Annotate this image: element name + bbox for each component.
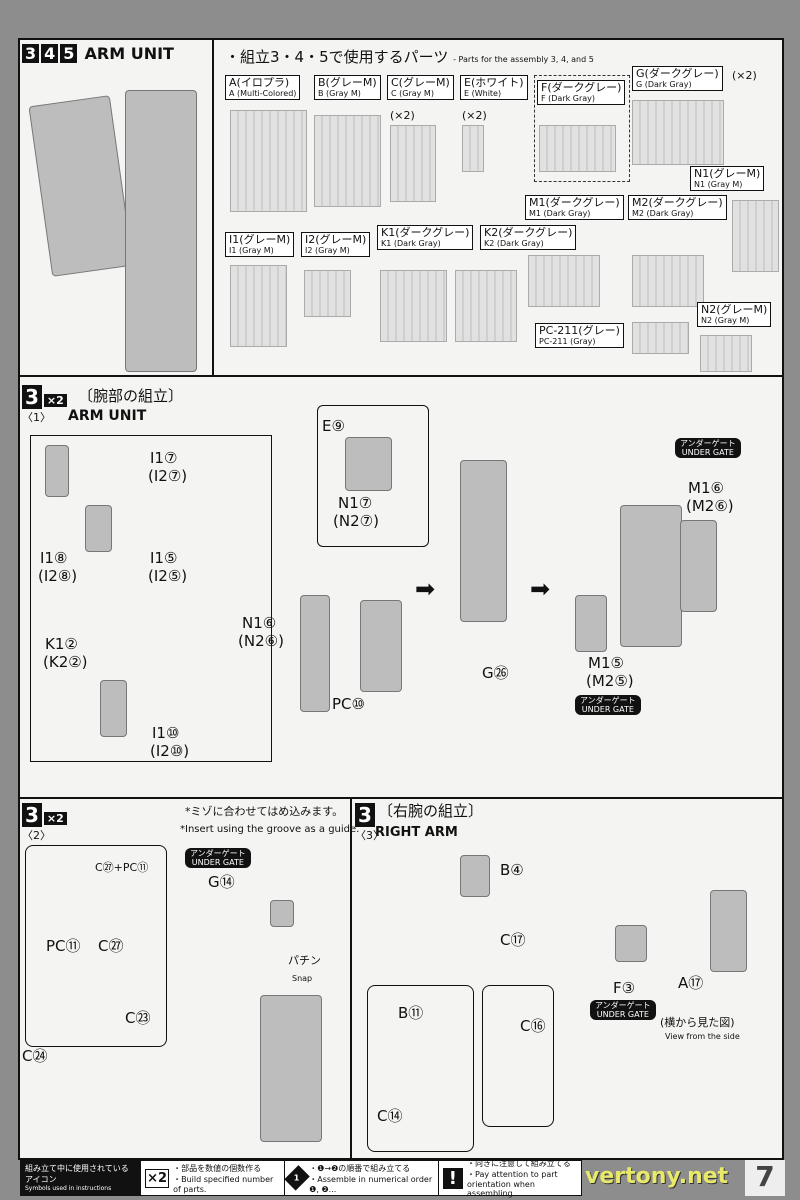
attention-icon: ! (442, 1167, 464, 1189)
page-number: 7 (745, 1160, 785, 1196)
watermark: vertony.net (585, 1164, 729, 1189)
parts-heading: ・組立3・4・5で使用するパーツ - Parts for the assembl… (225, 48, 594, 66)
step-num: 3 (22, 44, 40, 63)
arm-illustration (28, 80, 210, 372)
step-num: 5 (60, 44, 78, 63)
order-diamond-icon: 1 (284, 1165, 310, 1191)
step-num: 4 (41, 44, 59, 63)
section-title: ARM UNIT (84, 44, 174, 63)
multiply-icon: ×2 (145, 1168, 170, 1188)
